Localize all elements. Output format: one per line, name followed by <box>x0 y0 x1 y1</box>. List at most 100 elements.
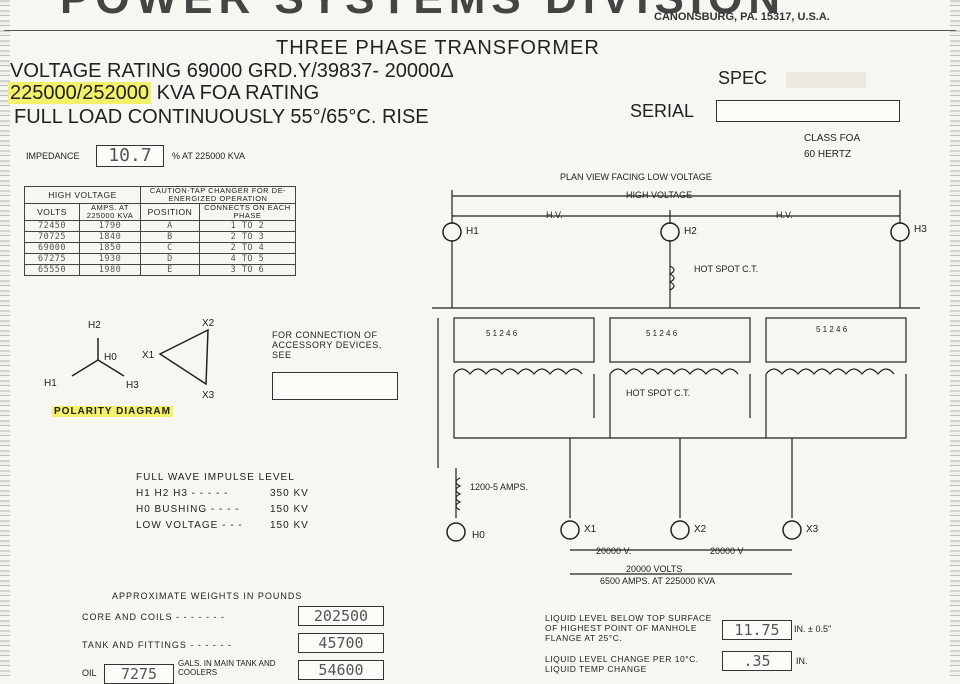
cell-connects: 2 TO 4 <box>198 242 297 254</box>
impulse-line-label: LOW VOLTAGE - - - <box>136 520 243 531</box>
lv2-label: 20000 V <box>710 546 744 556</box>
spec-value-box <box>786 72 866 88</box>
tap-numbers-2: 5 1 2 4 6 <box>646 329 678 338</box>
kva-rating: 225000/252000 KVA FOA RATING <box>8 82 319 105</box>
col-amps: AMPS. AT 225000 KVA <box>79 203 141 221</box>
polarity-h3: H3 <box>126 380 139 391</box>
kva-value: 225000/252000 <box>8 82 152 104</box>
location-text: CANONSBURG, PA. 15317, U.S.A. <box>654 11 830 23</box>
h0-bushing <box>446 522 466 542</box>
tank-value: 45700 <box>298 633 384 653</box>
cell-connects: 4 TO 5 <box>198 253 297 265</box>
liquid-level-value: 11.75 <box>722 620 792 640</box>
x2-label: X2 <box>694 524 707 535</box>
polarity-h2: H2 <box>88 320 101 331</box>
polarity-label-text: POLARITY DIAGRAM <box>52 406 173 417</box>
ct-rating-label: 1200-5 AMPS. <box>470 482 528 492</box>
liquid-change-label: LIQUID LEVEL CHANGE PER 10°C. LIQUID TEM… <box>545 654 699 674</box>
core-value: 202500 <box>298 606 384 626</box>
class-text: CLASS FOA <box>804 133 861 144</box>
cell-volts: 65550 <box>24 264 80 276</box>
hot-spot-ct-label: HOT SPOT C.T. <box>694 264 758 274</box>
x2-bushing <box>670 520 690 540</box>
h1-bushing <box>442 222 462 242</box>
hv2-label: H.V. <box>776 210 793 220</box>
full-load-text: FULL LOAD CONTINUOUSLY 55°/65°C. RISE <box>14 106 429 128</box>
impedance-label: IMPEDANCE <box>26 151 80 161</box>
impulse-line-value: 150 KV <box>270 520 309 531</box>
accessory-note: FOR CONNECTION OF ACCESSORY DEVICES, SEE <box>272 330 382 360</box>
col-connects: CONNECTS ON EACH PHASE <box>198 203 297 221</box>
scan-edge-left <box>0 0 10 680</box>
serial-label: SERIAL <box>630 101 695 121</box>
polarity-label: POLARITY DIAGRAM <box>52 406 173 417</box>
header-rule <box>4 30 956 31</box>
cell-position: B <box>140 231 200 243</box>
cell-position: E <box>140 264 200 276</box>
polarity-h1-line <box>71 359 99 377</box>
cell-connects: 2 TO 3 <box>198 231 297 243</box>
oil-description: GALS. IN MAIN TANK AND COOLERS <box>178 659 276 677</box>
x3-bushing <box>782 520 802 540</box>
lv-volts-label: 20000 VOLTS <box>626 564 682 574</box>
cell-amps: 1840 <box>79 231 141 243</box>
polarity-h1: H1 <box>44 378 57 389</box>
lv-coil-1 <box>453 368 583 375</box>
h3-label: H3 <box>914 224 927 235</box>
h2-bushing <box>660 222 680 242</box>
impedance-suffix: % AT 225000 KVA <box>172 151 246 161</box>
lv-coil-2 <box>609 368 739 375</box>
hv-header: HIGH VOLTAGE <box>24 186 141 204</box>
impulse-line-label: H1 H2 H3 - - - - - <box>136 488 229 499</box>
lv-coil-3 <box>765 368 895 375</box>
polarity-h0: H0 <box>104 352 117 363</box>
h1-label: H1 <box>466 226 479 237</box>
kva-label: KVA FOA RATING <box>156 82 320 104</box>
winding-box-1 <box>453 317 595 363</box>
cell-volts: 69000 <box>24 242 80 254</box>
h2-label: H2 <box>684 226 697 237</box>
transformer-title: THREE PHASE TRANSFORMER <box>276 37 600 59</box>
impulse-title: FULL WAVE IMPULSE LEVEL <box>136 472 295 483</box>
lv1-label: 20000 V. <box>596 546 631 556</box>
high-voltage-label: HIGH VOLTAGE <box>626 190 692 200</box>
cell-amps: 1790 <box>79 220 141 232</box>
cell-position: A <box>140 220 200 232</box>
tank-label: TANK AND FITTINGS - - - - - - <box>82 640 232 650</box>
impulse-line-label: H0 BUSHING - - - - <box>136 504 240 515</box>
impulse-line-value: 350 KV <box>270 488 309 499</box>
h3-bushing <box>890 222 910 242</box>
h0-label: H0 <box>472 530 485 541</box>
neutral-ct-coil <box>455 477 462 511</box>
plan-view-label: PLAN VIEW FACING LOW VOLTAGE <box>560 172 712 182</box>
x3-label: X3 <box>806 524 819 535</box>
liquid-level-label: LIQUID LEVEL BELOW TOP SURFACE OF HIGHES… <box>545 613 712 643</box>
winding-box-3 <box>765 317 907 363</box>
hot-spot-label: HOT SPOT C.T. <box>626 388 690 398</box>
cell-amps: 1850 <box>79 242 141 254</box>
x1-label: X1 <box>584 524 597 535</box>
polarity-x3: X3 <box>202 390 215 401</box>
col-position: POSITION <box>140 203 200 221</box>
cell-amps: 1930 <box>79 253 141 265</box>
core-label: CORE AND COILS - - - - - - - <box>82 612 226 622</box>
tap-changer-table: HIGH VOLTAGE CAUTION-TAP CHANGER FOR DE-… <box>24 186 297 276</box>
brand-title: POWER SYSTEMS DIVISION <box>60 0 786 24</box>
cell-position: C <box>140 242 200 254</box>
cell-connects: 3 TO 6 <box>198 264 297 276</box>
caution-header: CAUTION-TAP CHANGER FOR DE-ENERGIZED OPE… <box>140 186 296 204</box>
polarity-h3-line <box>97 359 125 377</box>
lv-amps-label: 6500 AMPS. AT 225000 KVA <box>600 576 715 586</box>
cell-volts: 72450 <box>24 220 80 232</box>
spec-label: SPEC <box>718 68 768 88</box>
liquid-level-unit: IN. ± 0.5" <box>794 624 832 634</box>
polarity-x1: X1 <box>142 350 155 361</box>
oil-gallons: 7275 <box>104 664 174 684</box>
hv1-label: H.V. <box>546 210 563 220</box>
col-volts: VOLTS <box>24 203 80 221</box>
polarity-delta <box>158 328 209 386</box>
